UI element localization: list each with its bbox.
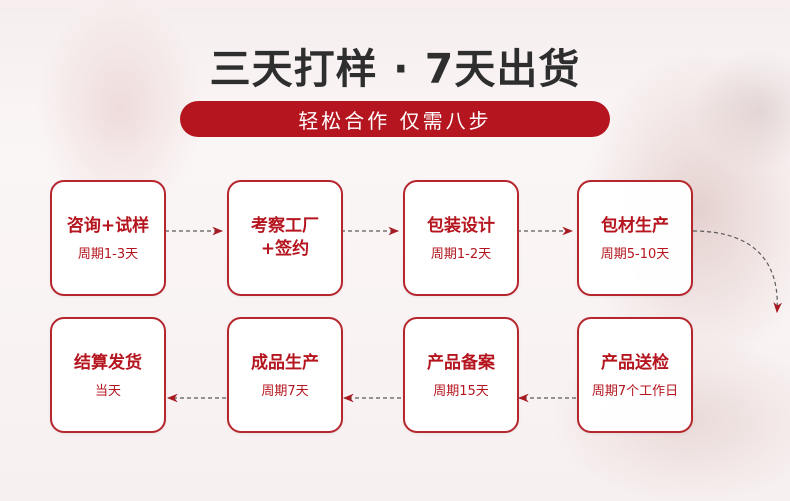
page-title: 三天打样 · 7天出货 [209, 45, 581, 93]
step-inquiry-sample: 咨询+试样 周期1-3天 [50, 180, 166, 296]
subtitle-text: 轻松合作 仅需八步 [298, 108, 492, 133]
step-name: 结算发货 [74, 352, 142, 373]
step-name: 包材生产 [601, 215, 669, 236]
step-packaging-design: 包装设计 周期1-2天 [403, 180, 519, 296]
step-product-filing: 产品备案 周期15天 [403, 317, 519, 433]
arrow-curve-down-icon [692, 230, 782, 314]
step-name-line2: +签约 [260, 239, 310, 259]
step-name: 包装设计 [427, 215, 495, 236]
step-finished-production: 成品生产 周期7天 [227, 317, 343, 433]
step-duration: 周期1-2天 [430, 246, 492, 262]
step-name: 产品备案 [427, 352, 495, 373]
step-duration: 周期1-3天 [77, 246, 139, 262]
step-duration: 周期7天 [261, 383, 309, 399]
step-name: 考察工厂 [251, 216, 319, 236]
step-duration: 当天 [94, 383, 121, 399]
step-name: 咨询+试样 [66, 215, 150, 236]
subtitle-banner: 轻松合作 仅需八步 [180, 101, 610, 137]
step-duration: 周期5-10天 [600, 246, 670, 262]
step-factory-visit: 考察工厂 +签约 [227, 180, 343, 296]
step-duration: 周期15天 [433, 383, 489, 399]
step-name: 产品送检 [601, 352, 669, 373]
step-name: 成品生产 [251, 352, 319, 373]
step-packaging-production: 包材生产 周期5-10天 [577, 180, 693, 296]
step-duration: 周期7个工作日 [591, 383, 679, 399]
step-product-inspection: 产品送检 周期7个工作日 [577, 317, 693, 433]
step-settlement-shipping: 结算发货 当天 [50, 317, 166, 433]
